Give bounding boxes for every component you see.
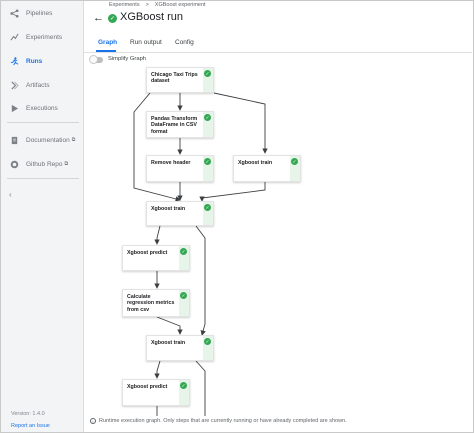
edge xyxy=(195,360,206,416)
sidebar-item-artifacts[interactable]: Artifacts xyxy=(1,75,84,95)
tab-graph[interactable]: Graph xyxy=(98,39,118,46)
sidebar-item-executions[interactable]: Executions xyxy=(1,98,84,118)
documentation-icon xyxy=(9,135,19,145)
success-check-icon: ✓ xyxy=(204,158,211,165)
sidebar-link-documentation[interactable]: Documentation ⧉ xyxy=(1,130,84,150)
edge xyxy=(199,182,266,202)
node-label: Xgboost train xyxy=(151,340,186,346)
node-status-strip xyxy=(203,156,213,181)
breadcrumb: Experiments > XGBoost experiment xyxy=(109,2,206,8)
pipelines-icon xyxy=(9,8,19,18)
graph-node[interactable]: ✓ Remove header xyxy=(146,155,214,182)
sidebar-item-label: Pipelines xyxy=(26,9,53,17)
tab-config[interactable]: Config xyxy=(175,39,194,46)
sidebar-link-github[interactable]: Github Repo ⧉ xyxy=(1,154,84,174)
graph-footer-note: i Runtime execution graph. Only steps th… xyxy=(90,418,347,424)
artifacts-icon xyxy=(9,80,19,90)
graph-node[interactable]: ✓ Xgboost train xyxy=(233,155,301,182)
node-label: Xgboost predict xyxy=(127,384,168,390)
node-label: Remove header xyxy=(151,160,191,166)
success-check-icon: ✓ xyxy=(204,338,211,345)
graph-node[interactable]: ✓ Xgboost predict xyxy=(122,379,190,406)
back-arrow-icon[interactable]: ← xyxy=(93,12,104,24)
success-check-icon: ✓ xyxy=(291,158,298,165)
github-icon xyxy=(9,159,19,169)
sidebar-item-pipelines[interactable]: Pipelines xyxy=(1,3,84,23)
edge xyxy=(213,92,268,154)
breadcrumb-experiments-link[interactable]: Experiments xyxy=(109,2,140,8)
simplify-graph-label: Simplify Graph xyxy=(108,56,147,62)
breadcrumb-separator: > xyxy=(145,2,149,8)
sidebar-divider xyxy=(7,178,79,179)
edge xyxy=(154,225,161,245)
sidebar-item-experiments[interactable]: Experiments xyxy=(1,27,84,47)
node-status-strip xyxy=(203,68,213,92)
node-label: Xgboost predict xyxy=(127,250,168,256)
success-check-icon: ✓ xyxy=(204,114,211,121)
node-status-strip xyxy=(179,246,189,270)
node-status-strip xyxy=(179,290,189,316)
graph-node[interactable]: ✓ Xgboost predict xyxy=(122,245,190,271)
experiments-icon xyxy=(9,32,19,42)
sidebar-item-label: Runs xyxy=(26,57,43,65)
sidebar-divider xyxy=(7,122,79,123)
graph-node[interactable]: ✓ Calculate regression metrics from csv xyxy=(122,289,190,317)
collapse-sidebar-icon[interactable]: ‹ xyxy=(9,190,12,199)
sidebar-item-runs[interactable]: Runs xyxy=(1,51,84,71)
version-label: Version: 1.4.0 xyxy=(11,411,45,417)
graph-node[interactable]: ✓ Xgboost train xyxy=(146,201,214,226)
success-check-icon: ✓ xyxy=(180,248,187,255)
sidebar-item-label: Experiments xyxy=(26,33,63,41)
footer-note-text: Runtime execution graph. Only steps that… xyxy=(99,418,347,424)
tab-bar: Graph Run output Config xyxy=(84,38,474,52)
edge xyxy=(154,360,161,379)
graph-node[interactable]: ✓ Chicago Taxi Trips dataset xyxy=(146,67,214,93)
breadcrumb-experiment-link[interactable]: XGBoost experiment xyxy=(154,2,206,8)
node-status-strip xyxy=(203,112,213,137)
runs-icon xyxy=(9,56,19,66)
edge xyxy=(156,316,183,335)
external-link-icon: ⧉ xyxy=(64,161,69,167)
executions-icon xyxy=(9,103,19,113)
run-status-icon: ✓ xyxy=(108,14,117,23)
node-status-strip xyxy=(203,336,213,360)
active-tab-indicator xyxy=(96,50,116,52)
sidebar-item-label: Documentation xyxy=(26,136,70,144)
runtime-graph: ✓ Chicago Taxi Trips dataset ✓ Pandas Tr… xyxy=(84,67,472,416)
node-status-strip xyxy=(203,202,213,225)
node-label: Pandas Transform DataFrame in CSV format xyxy=(151,116,198,135)
edge xyxy=(195,225,206,336)
node-status-strip xyxy=(179,380,189,405)
sidebar-item-label: Artifacts xyxy=(26,81,50,89)
graph-edges xyxy=(133,92,268,416)
node-label: Xgboost train xyxy=(238,160,273,166)
graph-node[interactable]: ✓ Xgboost train xyxy=(146,335,214,361)
simplify-graph-toggle-knob[interactable] xyxy=(89,55,98,64)
edge xyxy=(133,92,181,202)
node-label: Calculate regression metrics from csv xyxy=(127,294,175,313)
external-link-icon: ⧉ xyxy=(71,137,76,143)
report-issue-link[interactable]: Report an Issue xyxy=(11,423,50,429)
page-title: XGBoost run xyxy=(120,11,183,23)
node-label: Xgboost train xyxy=(151,206,186,212)
success-check-icon: ✓ xyxy=(180,382,187,389)
tabs-divider xyxy=(84,52,472,53)
sidebar-item-label: Github Repo xyxy=(26,160,63,168)
info-icon: i xyxy=(90,418,96,424)
tab-run-output[interactable]: Run output xyxy=(130,39,162,46)
node-label: Chicago Taxi Trips dataset xyxy=(151,72,198,85)
sidebar-item-label: Executions xyxy=(26,104,58,112)
node-status-strip xyxy=(290,156,300,181)
sidebar: Pipelines Experiments Runs Artifacts Exe… xyxy=(1,1,84,432)
success-check-icon: ✓ xyxy=(204,204,211,211)
success-check-icon: ✓ xyxy=(180,292,187,299)
graph-node[interactable]: ✓ Pandas Transform DataFrame in CSV form… xyxy=(146,111,214,138)
success-check-icon: ✓ xyxy=(204,70,211,77)
